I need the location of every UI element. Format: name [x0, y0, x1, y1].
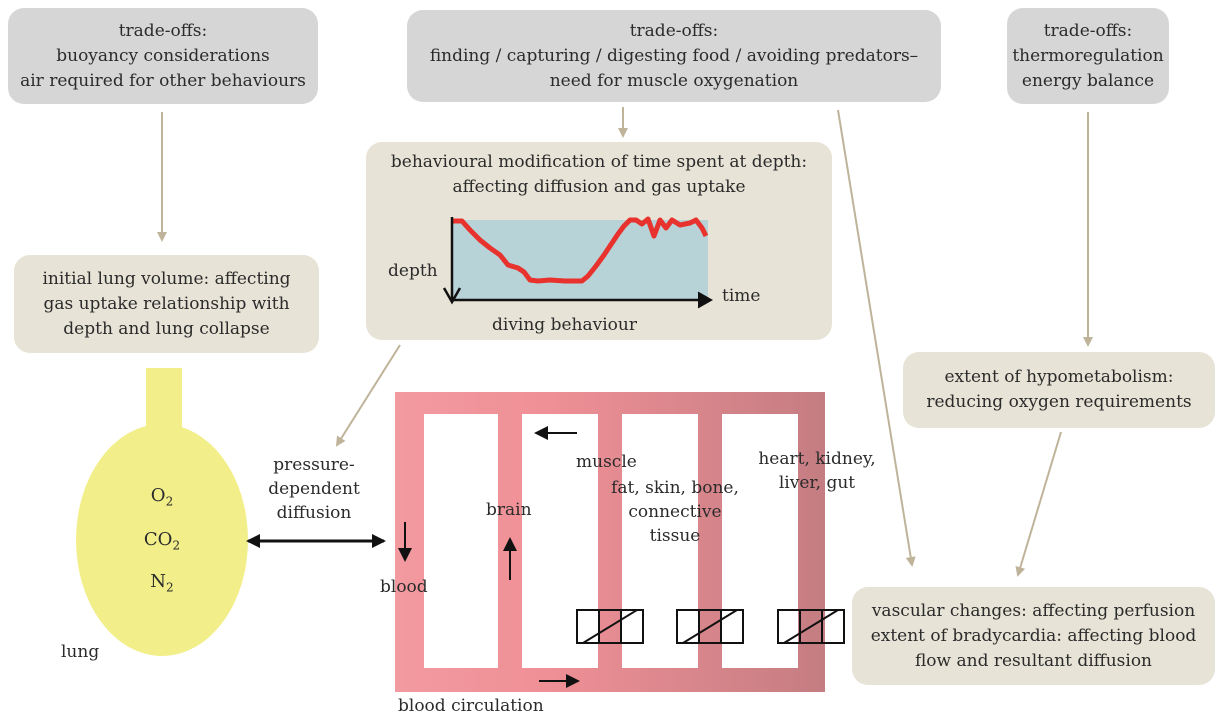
gas-n2: N2 — [122, 571, 202, 599]
tradeoffs-middle-line1: finding / capturing / digesting food / a… — [429, 45, 919, 66]
gas-o2-base: O — [150, 485, 166, 506]
circulation-hole-2 — [522, 414, 598, 668]
arrow-behaviour-to-diffusion — [335, 344, 401, 447]
organs-line1: heart, kidney, — [758, 449, 876, 469]
vasoconstriction-symbol-1 — [576, 609, 644, 644]
tissue-line1: fat, skin, bone, — [611, 478, 739, 498]
dive-depth-label: depth — [388, 261, 438, 281]
tissue-label: fat, skin, bone, connective tissue — [600, 476, 750, 548]
arrow-hypometabolism-to-vascular — [1015, 431, 1062, 577]
tradeoffs-box-right: trade-offs: thermoregulation energy bala… — [1007, 8, 1169, 104]
lung-volume-line2: gas uptake relationship with — [43, 293, 290, 314]
tradeoffs-box-middle: trade-offs: finding / capturing / digest… — [407, 10, 941, 102]
lung-volume-box: initial lung volume: affecting gas uptak… — [14, 255, 319, 353]
hypometabolism-box: extent of hypometabolism: reducing oxyge… — [903, 352, 1215, 428]
circulation-hole-4 — [722, 414, 798, 668]
behaviour-line2: affecting diffusion and gas uptake — [452, 177, 746, 197]
lung-volume-line1: initial lung volume: affecting — [42, 268, 291, 289]
circulation-caption: blood circulation — [398, 696, 544, 716]
gas-n2-base: N — [150, 571, 167, 592]
circulation-hole-1 — [424, 414, 498, 668]
diffusion-line3: diffusion — [276, 503, 352, 523]
tissue-line2: connective — [628, 502, 722, 522]
tradeoffs-middle-line2: need for muscle oxygenation — [549, 70, 799, 91]
tradeoffs-middle-title: trade-offs: — [629, 20, 719, 41]
tradeoffs-left-line1: buoyancy considerations — [56, 45, 270, 66]
tradeoffs-box-left: trade-offs: buoyancy considerations air … — [8, 8, 318, 104]
behaviour-box: behavioural modification of time spent a… — [366, 142, 832, 340]
vascular-line3: flow and resultant diffusion — [914, 650, 1153, 671]
hypometabolism-line1: extent of hypometabolism: — [944, 367, 1174, 387]
arrow-tradeoff-to-vascular — [837, 109, 916, 567]
tradeoffs-right-line2: energy balance — [1021, 70, 1155, 91]
vasoconstriction-symbol-3 — [777, 609, 845, 644]
diffusion-line2: dependent — [268, 479, 360, 499]
gas-co2-sub: 2 — [172, 538, 181, 553]
organs-line2: liver, gut — [778, 473, 856, 493]
tradeoffs-left-title: trade-offs: — [118, 20, 208, 41]
gas-co2: CO2 — [122, 529, 202, 557]
circulation-hole-3 — [622, 414, 698, 668]
diffusion-label: pressure- dependent diffusion — [262, 453, 366, 525]
dive-time-label: time — [722, 286, 761, 306]
lung-shape — [76, 424, 248, 656]
vasoconstriction-symbol-2 — [676, 609, 744, 644]
gas-n2-sub: 2 — [166, 580, 174, 595]
gas-o2-sub: 2 — [165, 494, 174, 509]
gas-co2-base: CO — [143, 529, 173, 550]
vascular-line2: extent of bradycardia: affecting blood — [870, 625, 1197, 646]
muscle-label: muscle — [576, 452, 637, 472]
tradeoffs-right-line1: thermoregulation — [1012, 45, 1164, 66]
organs-label: heart, kidney, liver, gut — [752, 447, 882, 495]
behaviour-line1: behavioural modification of time spent a… — [390, 152, 808, 172]
tradeoffs-left-line2: air required for other behaviours — [20, 70, 306, 91]
brain-label: brain — [486, 500, 532, 520]
dive-caption: diving behaviour — [492, 315, 637, 335]
hypometabolism-line2: reducing oxygen requirements — [926, 392, 1192, 412]
gas-o2: O2 — [122, 485, 202, 513]
lung-label: lung — [61, 642, 100, 662]
vascular-box: vascular changes: affecting perfusion ex… — [852, 587, 1215, 685]
vascular-line1: vascular changes: affecting perfusion — [871, 600, 1196, 621]
diffusion-line1: pressure- — [273, 455, 355, 475]
tissue-line3: tissue — [649, 526, 701, 546]
blood-label: blood — [380, 577, 428, 597]
tradeoffs-right-title: trade-offs: — [1043, 20, 1133, 41]
lung-volume-line3: depth and lung collapse — [63, 318, 270, 339]
